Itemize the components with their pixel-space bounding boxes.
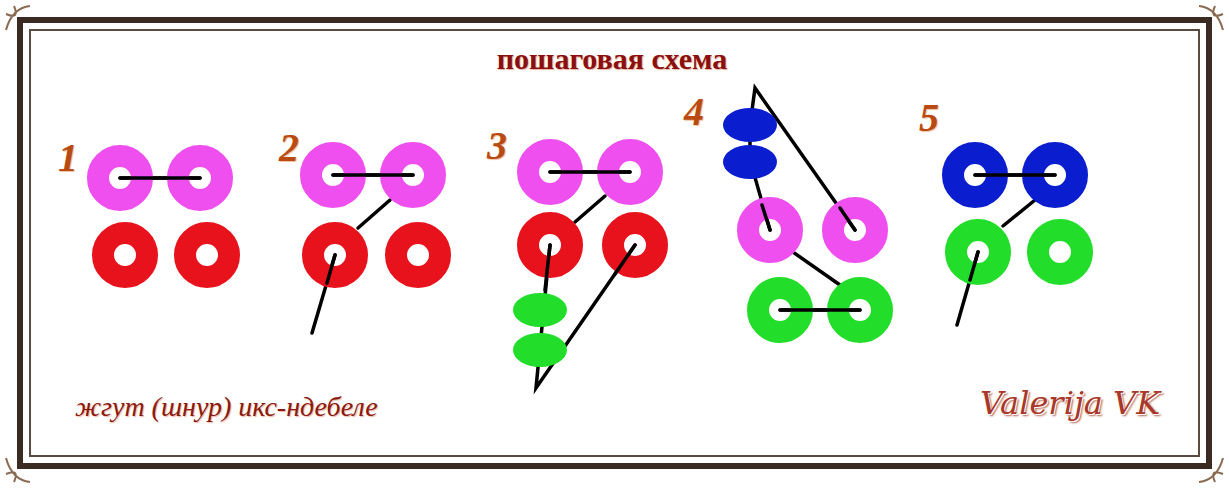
seed-bead	[723, 145, 777, 179]
seed-bead	[513, 333, 567, 367]
step-number: 5	[919, 96, 939, 140]
caption: жгут (шнур) икс-ндебеле	[75, 392, 378, 423]
thread	[120, 88, 1055, 388]
seed-bead	[723, 108, 777, 142]
bead	[396, 233, 440, 277]
diagram-title: пошаговая схема	[497, 42, 727, 75]
bead	[833, 208, 877, 252]
bead	[103, 233, 147, 277]
step-number: 3	[487, 124, 507, 168]
beads	[98, 108, 1082, 367]
step-number: 2	[279, 126, 299, 170]
seed-bead	[513, 293, 567, 327]
step-number: 1	[58, 136, 78, 180]
thread-over	[120, 172, 1055, 310]
bead	[185, 233, 229, 277]
signature: Valerija VK	[980, 386, 1160, 421]
bead	[1038, 230, 1082, 274]
step-number: 4	[684, 90, 704, 134]
frame	[6, 6, 1223, 482]
